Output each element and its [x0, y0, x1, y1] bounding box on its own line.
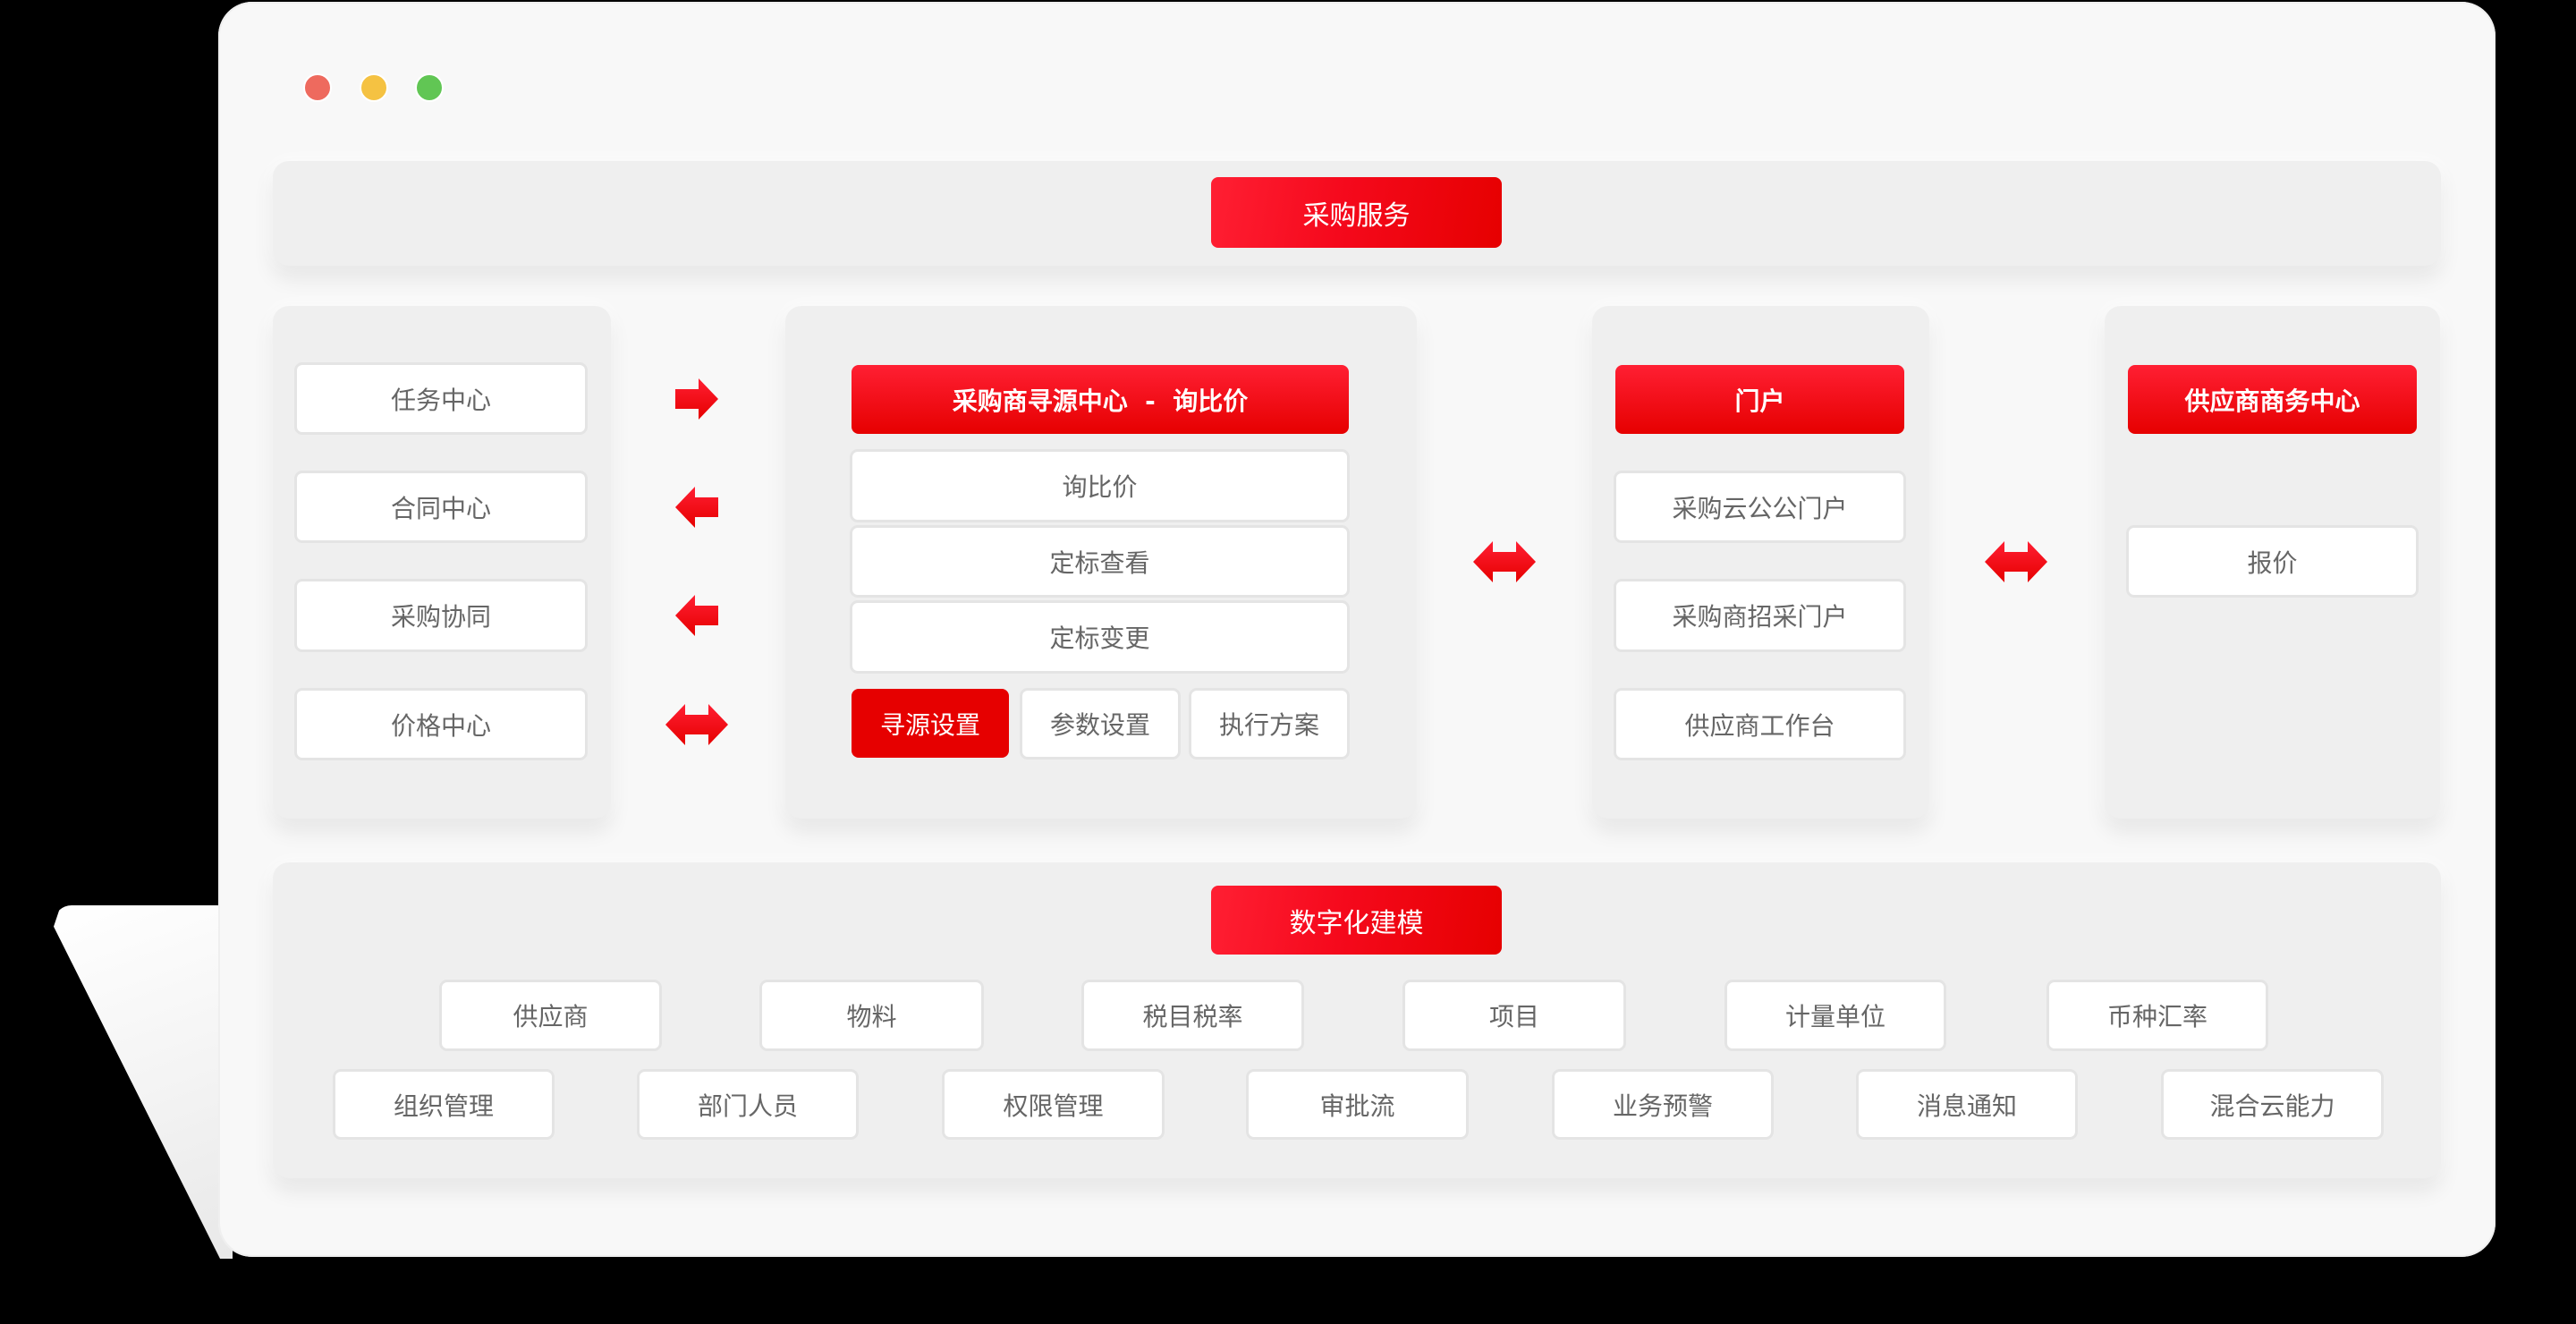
modeling-item-approval-flow[interactable]: 审批流: [1249, 1072, 1466, 1137]
execution-plan-button[interactable]: 执行方案: [1191, 691, 1347, 757]
digital-modeling-button[interactable]: 数字化建模: [1211, 886, 1502, 955]
arrow-both-icon: [665, 704, 728, 745]
arrow-both-icon: [1473, 541, 1536, 582]
portal-header[interactable]: 门户: [1615, 365, 1904, 434]
arrow-right-icon: [675, 378, 718, 420]
modeling-item-currency[interactable]: 币种汇率: [2049, 982, 2266, 1048]
modeling-item-material[interactable]: 物料: [762, 982, 981, 1048]
contract-center-item[interactable]: 合同中心: [297, 473, 585, 540]
maximize-window-button[interactable]: [415, 73, 444, 102]
cloud-public-portal-item[interactable]: 采购云公公门户: [1616, 473, 1903, 540]
supplier-workbench-item[interactable]: 供应商工作台: [1616, 691, 1903, 758]
modeling-item-notification[interactable]: 消息通知: [1859, 1072, 2075, 1137]
modeling-item-permission[interactable]: 权限管理: [945, 1072, 1162, 1137]
task-center-item[interactable]: 任务中心: [297, 365, 585, 432]
buyer-tender-portal-item[interactable]: 采购商招采门户: [1616, 581, 1903, 649]
sourcing-center-header[interactable]: 采购商寻源中心 - 询比价: [852, 365, 1349, 434]
sourcing-settings-button[interactable]: 寻源设置: [852, 689, 1009, 758]
procurement-collab-item[interactable]: 采购协同: [297, 581, 585, 649]
minimize-window-button[interactable]: [360, 73, 388, 102]
supplier-business-header[interactable]: 供应商商务中心: [2128, 365, 2417, 434]
inquiry-compare-row[interactable]: 询比价: [852, 452, 1347, 520]
arrow-left-icon: [675, 595, 718, 636]
modeling-item-hybrid-cloud[interactable]: 混合云能力: [2164, 1072, 2381, 1137]
modeling-item-org[interactable]: 组织管理: [335, 1072, 552, 1137]
award-change-row[interactable]: 定标变更: [852, 603, 1347, 671]
price-center-item[interactable]: 价格中心: [297, 691, 585, 758]
arrow-left-icon: [675, 487, 718, 528]
modeling-item-dept-staff[interactable]: 部门人员: [640, 1072, 856, 1137]
close-window-button[interactable]: [303, 73, 332, 102]
arrow-both-icon: [1985, 541, 2047, 582]
modeling-item-business-alert[interactable]: 业务预警: [1555, 1072, 1771, 1137]
modeling-item-supplier[interactable]: 供应商: [442, 982, 659, 1048]
laptop-base-decoration: [54, 905, 233, 1259]
award-view-row[interactable]: 定标查看: [852, 528, 1347, 595]
procurement-service-button[interactable]: 采购服务: [1211, 177, 1502, 248]
modeling-item-tax[interactable]: 税目税率: [1084, 982, 1301, 1048]
param-settings-button[interactable]: 参数设置: [1022, 691, 1178, 757]
quotation-item[interactable]: 报价: [2129, 528, 2416, 595]
modeling-item-unit[interactable]: 计量单位: [1727, 982, 1944, 1048]
modeling-item-project[interactable]: 项目: [1405, 982, 1623, 1048]
